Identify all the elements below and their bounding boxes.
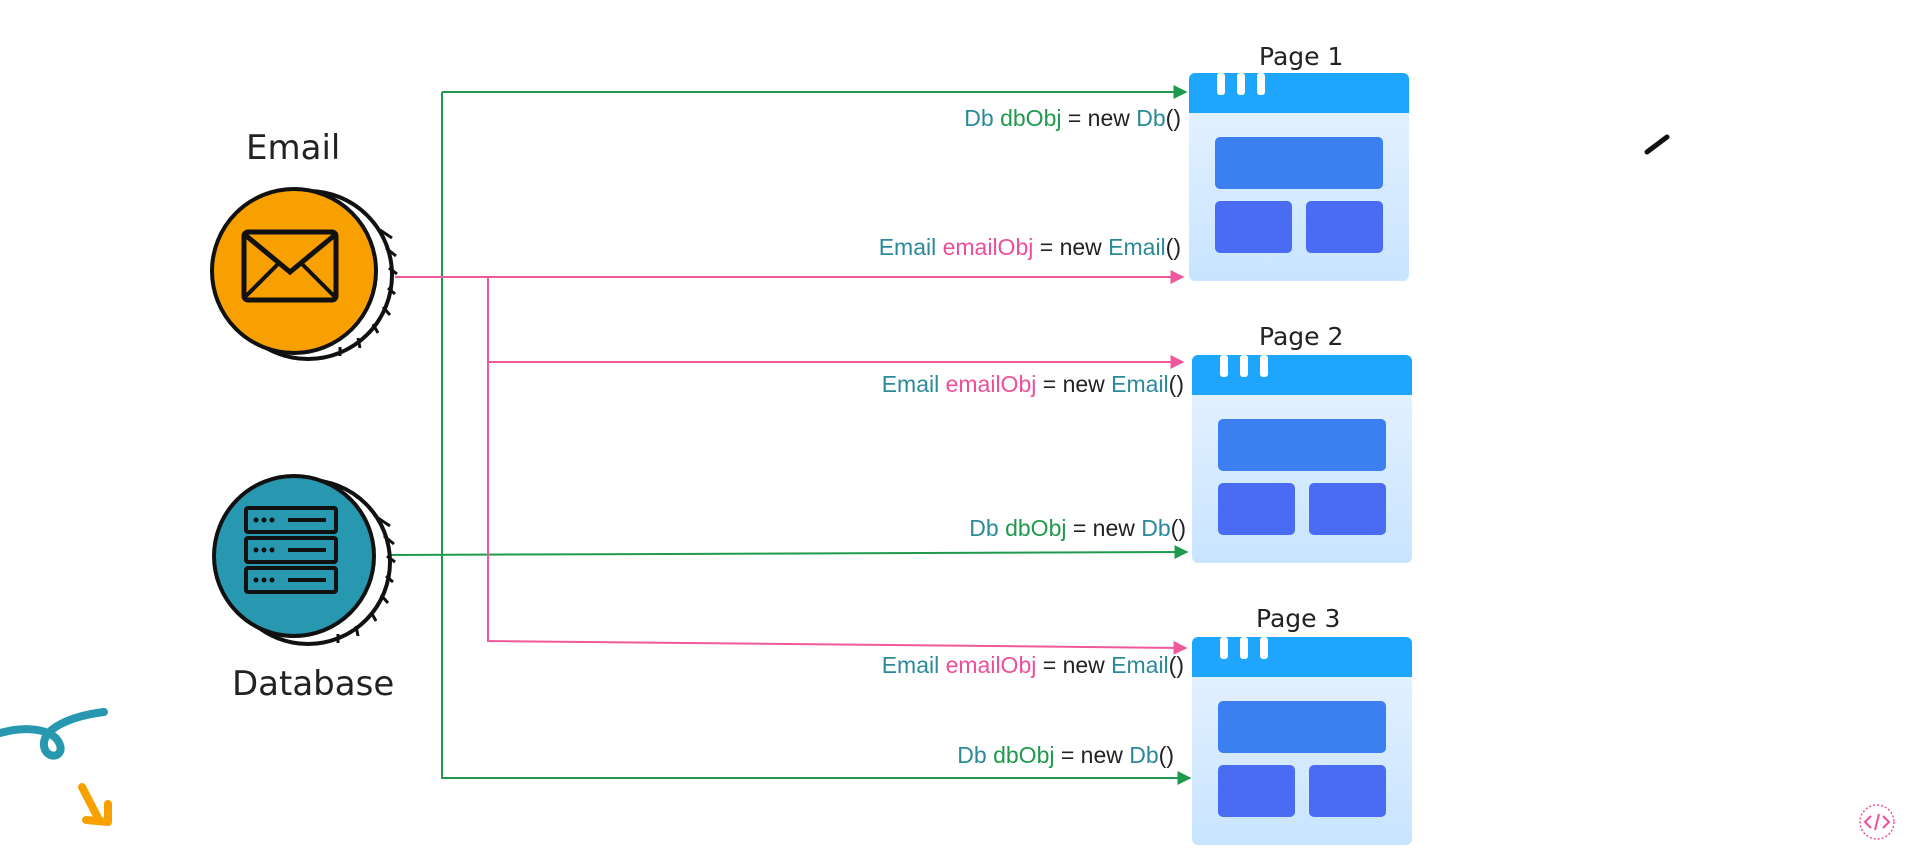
- code-parens: (): [1165, 105, 1181, 131]
- page3-email-code: Email emailObj = new Email(): [882, 652, 1184, 679]
- teal-swirl-decoration: [0, 708, 108, 760]
- code-eq: = new: [1054, 742, 1130, 768]
- database-source-icon: [212, 474, 396, 646]
- orange-arrow-decoration: [78, 783, 112, 826]
- page1-email-code: Email emailObj = new Email(): [879, 234, 1181, 261]
- page2-window-icon: [1192, 355, 1412, 563]
- db-connectors: [389, 85, 1192, 785]
- code-type: Email: [881, 371, 940, 397]
- code-var: emailObj: [945, 652, 1037, 678]
- code-parens: (): [1170, 515, 1186, 541]
- code-type: Email: [878, 234, 937, 260]
- code-ctor: Db: [1129, 742, 1159, 768]
- code-type: Email: [881, 652, 940, 678]
- code-ctor: Email: [1111, 652, 1169, 678]
- page3-window-icon: [1192, 637, 1412, 845]
- code-ctor: Db: [1141, 515, 1171, 541]
- email-source-icon: [210, 187, 398, 361]
- code-var: dbObj: [993, 742, 1055, 768]
- code-var: emailObj: [945, 371, 1037, 397]
- email-to-page2-arrow: [487, 277, 1185, 369]
- page2-title: Page 2: [1259, 322, 1344, 351]
- code-var: dbObj: [1000, 105, 1062, 131]
- pen-stroke-mark: [1644, 134, 1670, 155]
- page1-title: Page 1: [1259, 42, 1344, 71]
- email-label: Email: [246, 128, 341, 168]
- code-var: emailObj: [942, 234, 1034, 260]
- email-to-page3-arrow: [487, 362, 1188, 655]
- code-eq: = new: [1033, 234, 1109, 260]
- code-eq: = new: [1066, 515, 1142, 541]
- code-badge-icon: [1859, 804, 1895, 840]
- code-ctor: Db: [1136, 105, 1166, 131]
- page2-db-code: Db dbObj = new Db(): [969, 515, 1186, 542]
- database-label: Database: [232, 664, 395, 704]
- page3-db-code: Db dbObj = new Db(): [957, 742, 1174, 769]
- email-connectors: [395, 270, 1188, 655]
- code-parens: (): [1165, 234, 1181, 260]
- code-eq: = new: [1036, 652, 1112, 678]
- page2-email-code: Email emailObj = new Email(): [882, 371, 1184, 398]
- code-eq: = new: [1061, 105, 1137, 131]
- code-type: Db: [964, 105, 994, 131]
- code-eq: = new: [1036, 371, 1112, 397]
- db-to-page2-arrow: [389, 545, 1189, 560]
- page1-window-icon: [1189, 73, 1409, 281]
- code-parens: (): [1158, 742, 1174, 768]
- code-parens: (): [1168, 371, 1184, 397]
- code-ctor: Email: [1111, 371, 1169, 397]
- code-type: Db: [969, 515, 999, 541]
- db-to-page1-arrow: [441, 92, 1192, 785]
- code-ctor: Email: [1108, 234, 1166, 260]
- page1-db-code: Db dbObj = new Db(): [964, 105, 1181, 132]
- code-type: Db: [957, 742, 987, 768]
- page3-title: Page 3: [1256, 604, 1341, 633]
- code-parens: (): [1168, 652, 1184, 678]
- code-var: dbObj: [1005, 515, 1067, 541]
